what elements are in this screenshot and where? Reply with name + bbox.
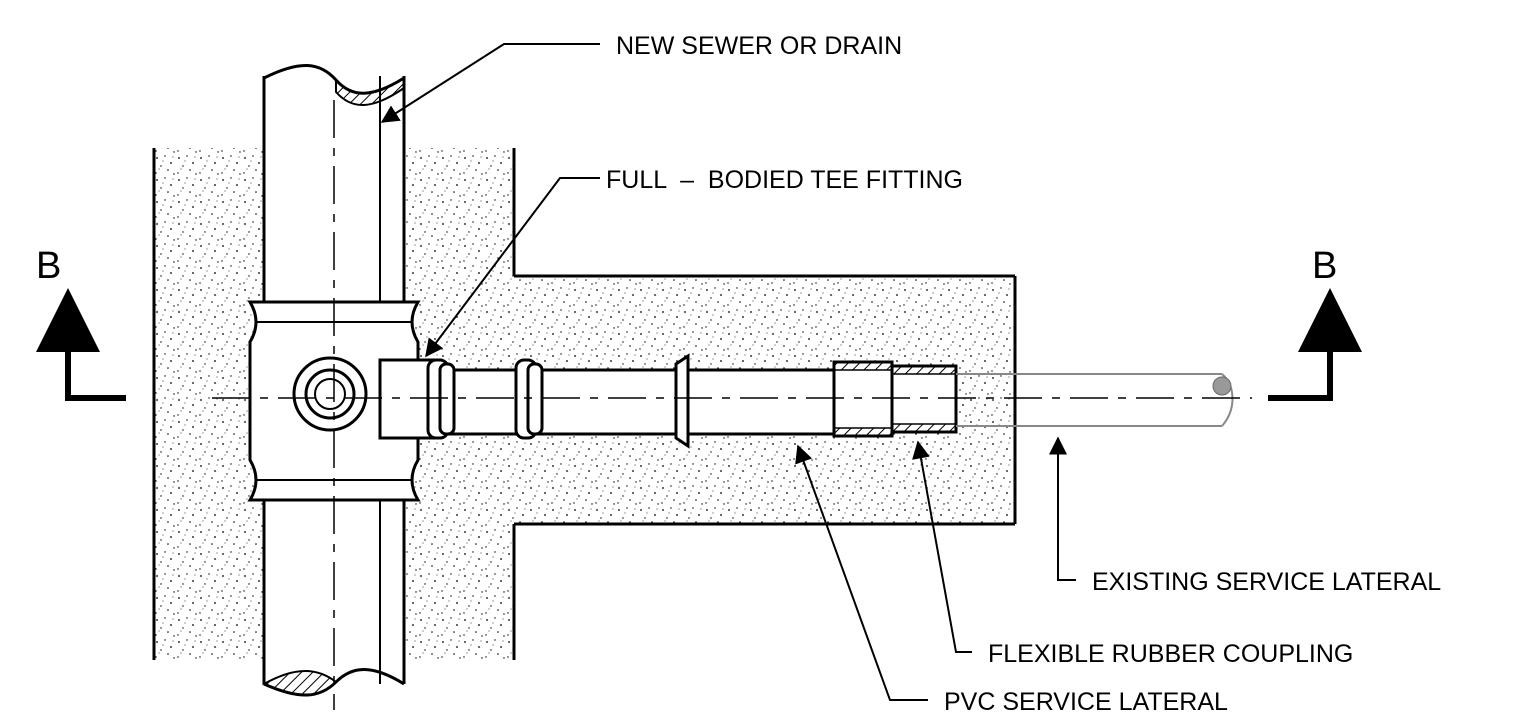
label-tee-fitting: FULL – BODIED TEE FITTING [606, 166, 963, 194]
tee-fitting [247, 300, 442, 502]
label-coupling: FLEXIBLE RUBBER COUPLING [988, 640, 1353, 668]
existing-service-lateral-pipe [956, 373, 1234, 427]
leader-new-sewer [380, 43, 600, 123]
leader-existing-lateral [1049, 436, 1076, 581]
pvc-service-lateral [426, 353, 838, 449]
leader-tee-fitting [425, 177, 600, 358]
section-label-right: B [1312, 245, 1337, 287]
label-new-sewer: NEW SEWER OR DRAIN [616, 32, 902, 60]
leader-pvc-lateral [795, 444, 928, 701]
label-existing-lateral: EXISTING SERVICE LATERAL [1092, 568, 1441, 596]
section-marker-right [1268, 288, 1362, 401]
section-label-left: B [36, 245, 61, 287]
leader-coupling [912, 440, 972, 653]
flexible-rubber-coupling [832, 360, 958, 438]
label-pvc-lateral: PVC SERVICE LATERAL [944, 688, 1228, 716]
section-marker-left [36, 288, 126, 401]
